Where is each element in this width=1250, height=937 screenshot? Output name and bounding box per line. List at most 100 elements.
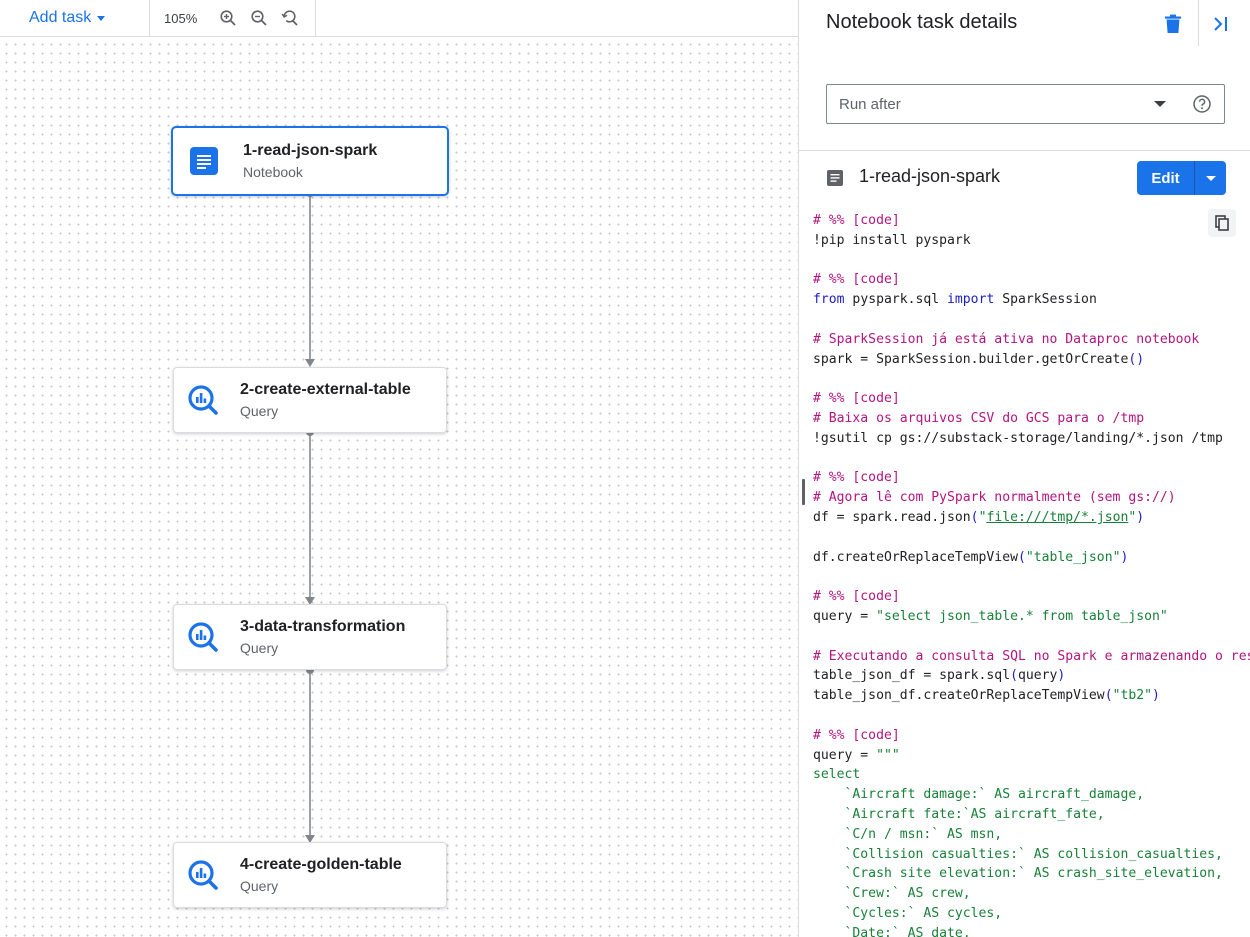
code-token: ) bbox=[1136, 509, 1145, 525]
notebook-icon bbox=[188, 145, 220, 177]
task-node-create-golden-table[interactable]: 4-create-golden-table Query bbox=[173, 842, 447, 908]
task-node-title: 2-create-external-table bbox=[240, 380, 411, 398]
header-divider bbox=[1198, 0, 1199, 46]
zoom-out-button[interactable] bbox=[243, 3, 274, 33]
section-divider bbox=[799, 150, 1250, 151]
code-token: !pip install pyspark bbox=[813, 232, 971, 248]
code-line: # %% [code] bbox=[813, 270, 1250, 290]
code-line: # SparkSession já está ativa no Dataproc… bbox=[813, 330, 1250, 350]
collapse-panel-button[interactable] bbox=[1209, 12, 1233, 36]
edit-button[interactable]: Edit bbox=[1137, 161, 1195, 195]
code-token[interactable]: file:///tmp/*.json bbox=[986, 509, 1129, 525]
edit-options-button[interactable] bbox=[1195, 161, 1226, 195]
code-line bbox=[813, 449, 1250, 469]
zoom-out-icon bbox=[250, 10, 267, 26]
code-line bbox=[813, 706, 1250, 726]
code-token: `Collision casualties:` AS collision_cas… bbox=[813, 846, 1223, 862]
code-line: `Crash site elevation:` AS crash_site_el… bbox=[813, 864, 1250, 884]
edge-arrow-head bbox=[305, 359, 315, 367]
bigquery-icon bbox=[187, 384, 219, 416]
edge-start-dot[interactable] bbox=[306, 666, 314, 674]
code-token: ) bbox=[1057, 668, 1066, 684]
workflow-canvas[interactable]: 1-read-json-spark Notebook 2-create-exte… bbox=[0, 0, 798, 937]
task-node-create-external-table[interactable]: 2-create-external-table Query bbox=[173, 367, 447, 433]
edit-split-button: Edit bbox=[1137, 161, 1226, 195]
code-token: select bbox=[813, 767, 861, 783]
code-line: # Baixa os arquivos CSV do GCS para o /t… bbox=[813, 409, 1250, 429]
code-token: # %% [code] bbox=[813, 272, 900, 288]
panel-resize-handle[interactable] bbox=[802, 479, 805, 505]
notebook-file-icon bbox=[827, 170, 843, 186]
code-token: "select json_table.* from table_json" bbox=[876, 608, 1168, 624]
code-token: ( bbox=[1104, 688, 1113, 704]
code-token: # SparkSession já está ativa no Dataproc… bbox=[813, 331, 1200, 347]
code-line: !pip install pyspark bbox=[813, 231, 1250, 251]
task-node-type: Query bbox=[240, 639, 279, 656]
code-token: ) bbox=[1152, 688, 1160, 704]
task-node-read-json-spark[interactable]: 1-read-json-spark Notebook bbox=[171, 126, 449, 196]
code-token: "table_json" bbox=[1025, 549, 1121, 565]
run-after-select[interactable]: Run after bbox=[826, 84, 1225, 124]
add-task-label: Add task bbox=[29, 9, 92, 26]
code-line: `Aircraft damage:` AS aircraft_damage, bbox=[813, 785, 1250, 805]
code-line: from pyspark.sql import SparkSession bbox=[813, 290, 1250, 310]
code-line: # %% [code] bbox=[813, 211, 1250, 231]
code-line: `Aircraft fate:`AS aircraft_fate, bbox=[813, 805, 1250, 825]
code-line: `Date:` AS date, bbox=[813, 924, 1250, 937]
code-token: table_json_df.createOrReplaceTempView bbox=[813, 688, 1105, 704]
code-token: """ bbox=[876, 747, 900, 763]
edge-3-4 bbox=[305, 666, 315, 843]
code-token: ( bbox=[970, 509, 979, 525]
code-token: `Cycles:` AS cycles, bbox=[813, 905, 1003, 921]
code-token: query = bbox=[813, 608, 877, 624]
trash-icon bbox=[1165, 14, 1181, 33]
code-line: table_json_df = spark.sql(query) bbox=[813, 666, 1250, 686]
code-token: `C/n / msn:` AS msn, bbox=[813, 826, 1003, 842]
code-token: # %% [code] bbox=[813, 470, 900, 486]
code-token: query = bbox=[813, 747, 877, 763]
bigquery-icon bbox=[187, 859, 219, 891]
zoom-reset-icon bbox=[281, 10, 298, 26]
collapse-right-icon bbox=[1214, 17, 1227, 31]
code-token: spark = SparkSession.builder.getOrCreate bbox=[813, 351, 1129, 367]
bigquery-icon bbox=[187, 621, 219, 653]
code-token: # Baixa os arquivos CSV do GCS para o /t… bbox=[813, 410, 1145, 426]
code-line bbox=[813, 528, 1250, 548]
code-line: select bbox=[813, 765, 1250, 785]
copy-code-button[interactable] bbox=[1208, 209, 1236, 237]
code-token: # %% [code] bbox=[813, 213, 900, 228]
code-line: table_json_df.createOrReplaceTempView("t… bbox=[813, 686, 1250, 706]
code-token: ( bbox=[1010, 668, 1018, 684]
code-line: # %% [code] bbox=[813, 726, 1250, 746]
notebook-code-preview: # %% [code] !pip install pyspark # %% [co… bbox=[813, 211, 1250, 937]
task-node-data-transformation[interactable]: 3-data-transformation Query bbox=[173, 604, 447, 670]
notebook-row: 1-read-json-spark Edit bbox=[799, 160, 1250, 196]
code-line: # %% [code] bbox=[813, 587, 1250, 607]
code-line: `C/n / msn:` AS msn, bbox=[813, 825, 1250, 845]
delete-task-button[interactable] bbox=[1161, 12, 1185, 36]
task-node-title: 3-data-transformation bbox=[240, 617, 406, 635]
code-token: `Aircraft damage:` AS aircraft_damage, bbox=[813, 787, 1145, 803]
code-token: () bbox=[1128, 351, 1145, 367]
panel-header: Notebook task details bbox=[799, 0, 1250, 48]
edge-arrow-head bbox=[305, 835, 315, 843]
add-task-button[interactable]: Add task bbox=[0, 0, 150, 36]
code-token: `Crew:` AS crew, bbox=[813, 886, 971, 902]
chevron-down-icon bbox=[1205, 175, 1216, 181]
zoom-in-button[interactable] bbox=[212, 3, 243, 33]
code-line: # %% [code] bbox=[813, 389, 1250, 409]
panel-title: Notebook task details bbox=[826, 11, 1018, 33]
code-token: ( bbox=[1017, 549, 1026, 565]
code-token: # Executando a consulta SQL no Spark e a… bbox=[813, 648, 1250, 664]
code-token: table_json_df = spark.sql bbox=[813, 668, 1011, 684]
code-token: `Date:` AS date, bbox=[813, 925, 971, 937]
task-node-type: Query bbox=[240, 877, 279, 894]
code-token: # Agora lê com PySpark normalmente (sem … bbox=[813, 490, 1176, 506]
help-icon[interactable] bbox=[1192, 94, 1212, 114]
code-line: query = """ bbox=[813, 746, 1250, 766]
zoom-reset-button[interactable] bbox=[274, 3, 305, 33]
run-after-placeholder: Run after bbox=[839, 95, 901, 113]
code-line: # Executando a consulta SQL no Spark e a… bbox=[813, 647, 1250, 667]
code-token: df.createOrReplaceTempView bbox=[813, 549, 1018, 565]
code-line bbox=[813, 627, 1250, 647]
